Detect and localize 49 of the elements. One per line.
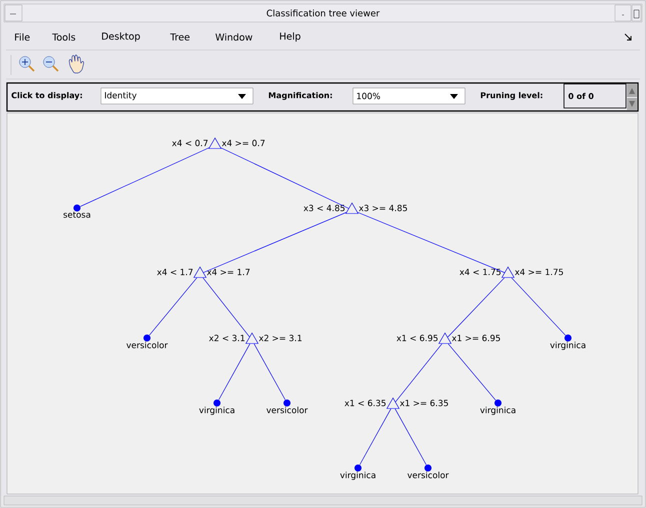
split-label: x4 >= 0.7 (222, 140, 265, 146)
class-label: virginica (199, 406, 234, 415)
class-label: versicolor (266, 406, 308, 414)
tree-branch (447, 278, 505, 338)
tree-branch (80, 147, 210, 207)
tree-branch (448, 344, 496, 400)
dropdown: Identity (100, 88, 254, 104)
tree-branch (203, 212, 346, 273)
dropdown: 100% (352, 88, 466, 104)
tree-branch (218, 344, 250, 400)
control-label: Magnification: (268, 92, 332, 100)
split-label: x1 >= 6.35 (400, 400, 448, 406)
split-label: x2 < 3.1 (209, 334, 245, 342)
class-label: virginica (550, 342, 586, 350)
class-label: virginica (340, 472, 376, 480)
class-label: virginica (480, 406, 516, 415)
split-label: x4 < 1.75 (460, 268, 501, 276)
class-label: versicolor (126, 342, 168, 348)
menu-item: Tools (52, 33, 76, 41)
split-label: x4 < 1.7 (157, 268, 193, 276)
menu-item: Window (216, 33, 252, 41)
split-label: x1 < 6.95 (396, 334, 438, 342)
tree-branch (360, 408, 392, 466)
tree-branch (395, 344, 442, 402)
tree-branch (202, 278, 250, 338)
spin-field: 0 of 0 (564, 84, 626, 108)
class-label: versicolor (408, 472, 449, 478)
control-label: Pruning level: (480, 92, 542, 100)
tree-branch (511, 278, 566, 336)
tree-branch (220, 148, 349, 209)
menu-item: Help (280, 32, 300, 42)
split-label: x1 >= 6.95 (452, 334, 500, 342)
split-label: x4 >= 1.7 (206, 268, 250, 276)
class-label: setosa (64, 212, 90, 218)
split-label: x2 >= 3.1 (258, 334, 302, 342)
split-label: x1 < 6.35 (344, 400, 386, 406)
title-bar: Classification tree viewer (4, 4, 642, 22)
split-label: x3 >= 4.85 (358, 204, 407, 212)
control-label: Click to display: (12, 92, 82, 100)
menu-item: Desktop (102, 32, 140, 42)
menu-item: Tree (170, 33, 190, 41)
menu-item: File (15, 33, 30, 41)
split-label: x4 >= 1.75 (514, 268, 563, 276)
tree-branch (357, 212, 505, 273)
tree-branch (254, 344, 286, 400)
tree-branch (394, 408, 426, 466)
split-label: x4 < 0.7 (172, 140, 208, 146)
tree-branch (149, 278, 198, 336)
split-label: x3 < 4.85 (304, 204, 345, 212)
